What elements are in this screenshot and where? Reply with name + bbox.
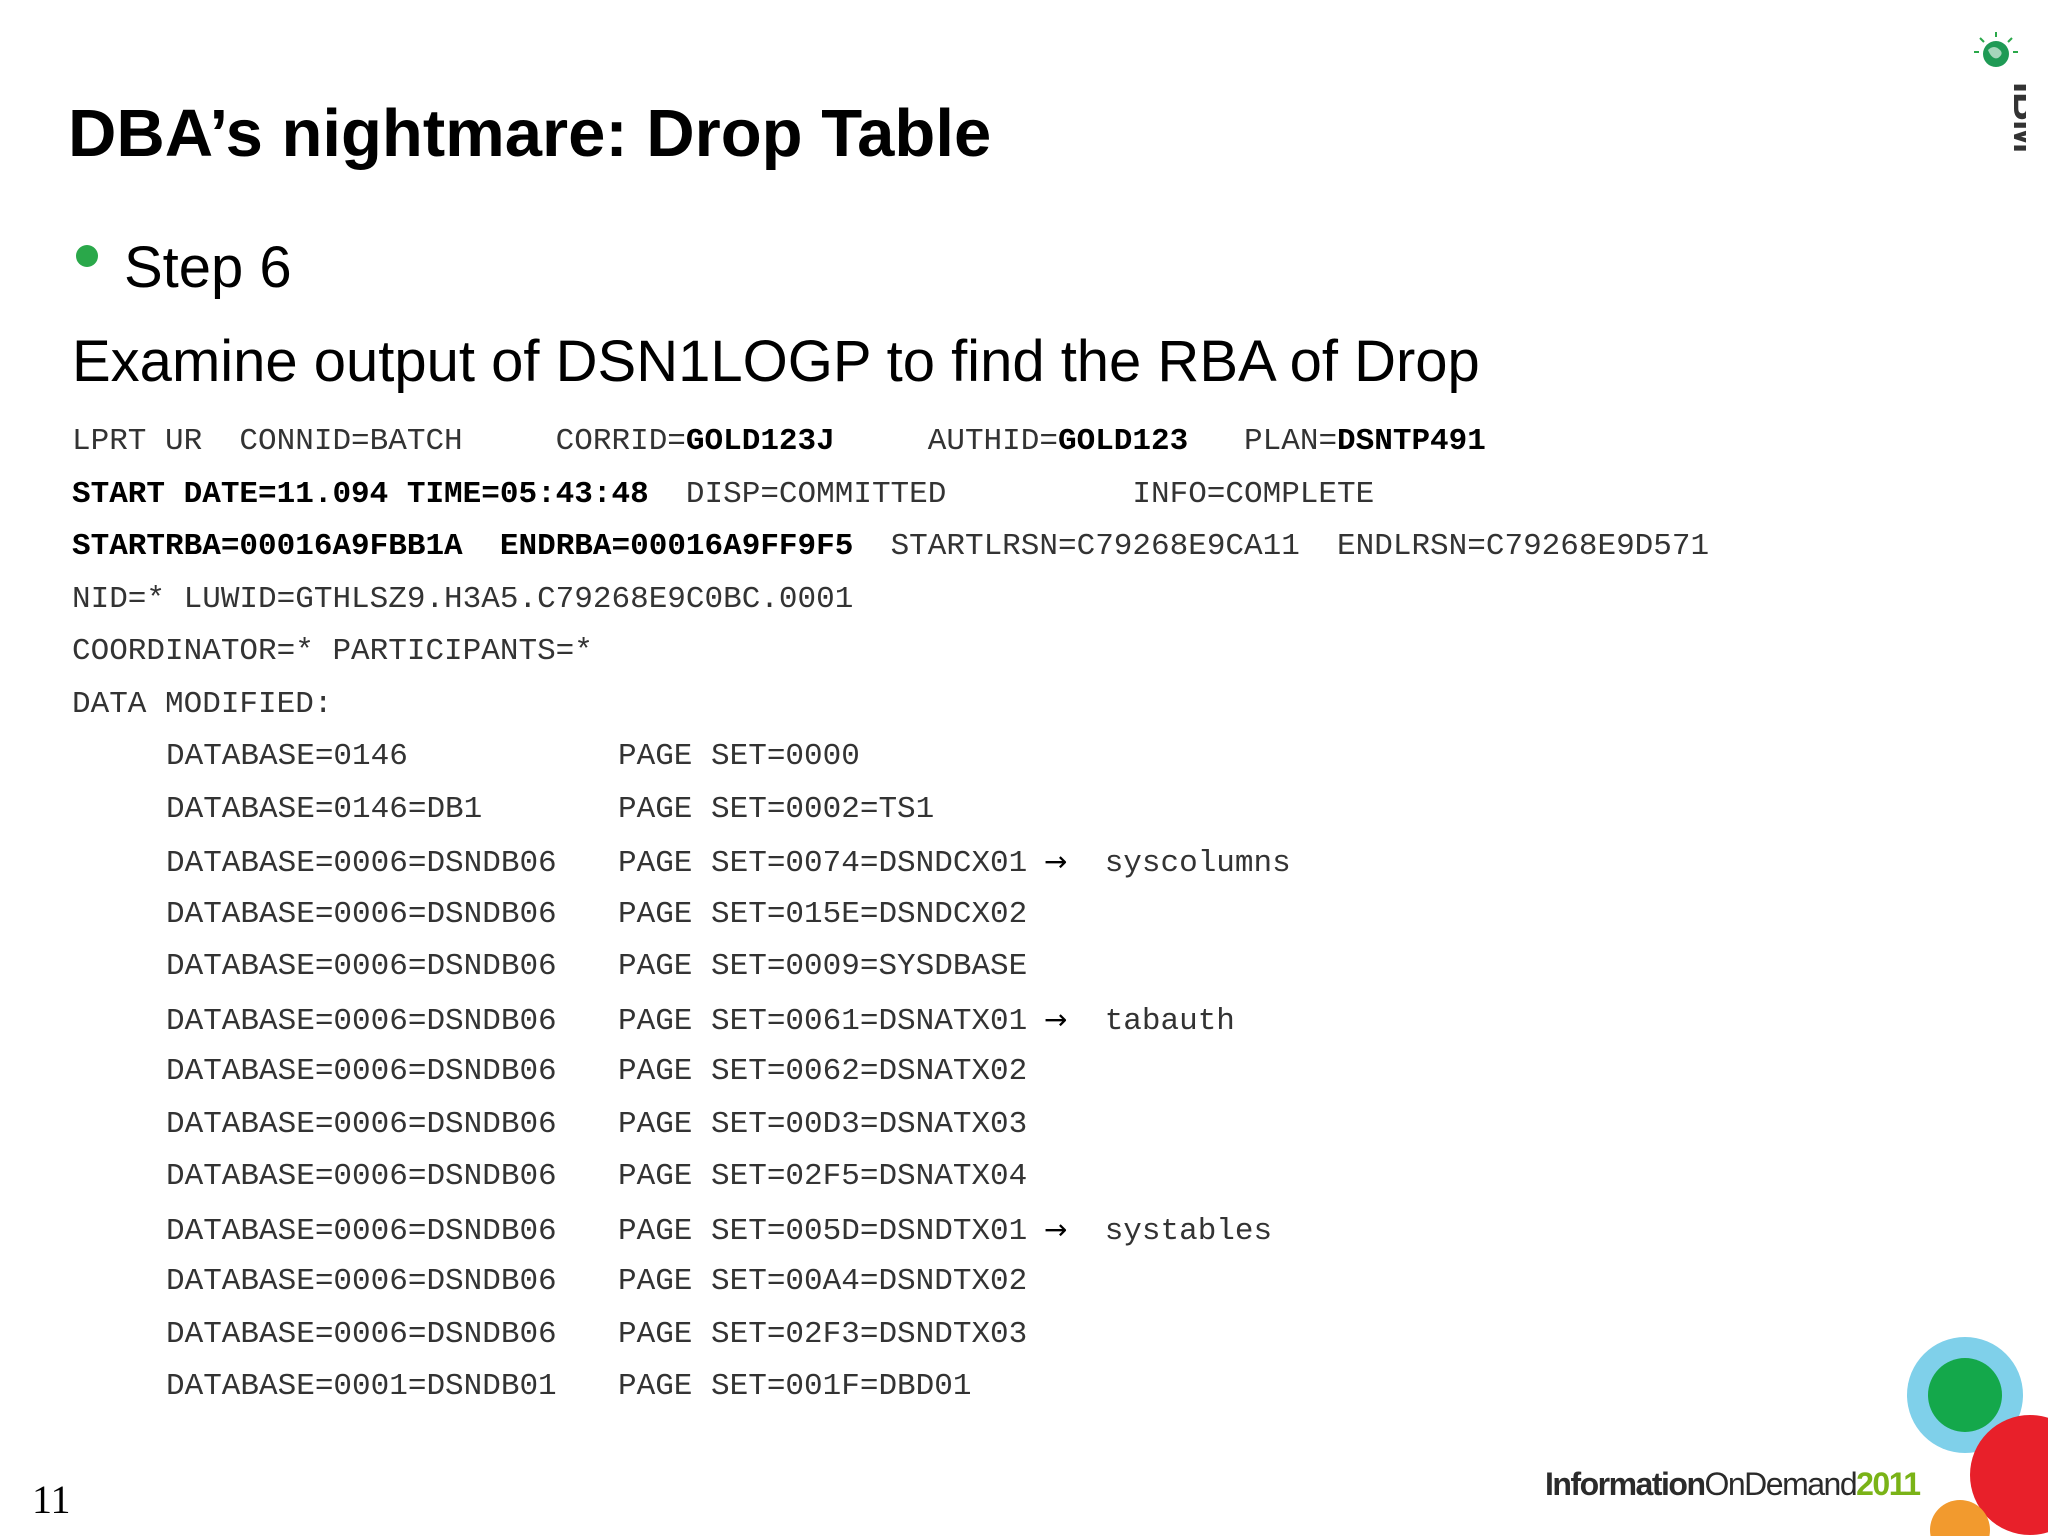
page-set-cell: PAGE SET=02F5=DSNATX04 [618, 1159, 1028, 1194]
log-text: LPRT UR CONNID=BATCH CORRID= [72, 424, 686, 459]
footer-brand: InformationOnDemand2011 [1545, 1466, 1921, 1503]
log-output: LPRT UR CONNID=BATCH CORRID=GOLD123J AUT… [72, 416, 1972, 1414]
log-line-rba: STARTRBA=00016A9FBB1A ENDRBA=00016A9FF9F… [72, 521, 1972, 574]
data-modified-row: DATABASE=0006=DSNDB06 PAGE SET=005D=DSNDT… [72, 1204, 1972, 1257]
page-set-cell: PAGE SET=015E=DSNDCX02 [618, 896, 1028, 932]
page-set-cell: PAGE SET=0061=DSNATX01 [618, 1003, 1028, 1039]
data-modified-row: DATABASE=0006=DSNDB06 PAGE SET=0074=DSNDC… [72, 836, 1972, 889]
ibm-logo-icon: IBM [1974, 32, 2026, 152]
log-text: PLAN= [1188, 424, 1338, 459]
footer-brand-ondemand: OnDemand [1704, 1466, 1857, 1502]
database-cell: DATABASE=0006=DSNDB06 [166, 1213, 557, 1249]
decorative-circles-icon [1907, 1337, 2048, 1536]
data-modified-row: DATABASE=0146=DB1 PAGE SET=0002=TS1 [72, 784, 1972, 837]
catalog-table-note: tabauth [1104, 1003, 1235, 1039]
data-modified-row: DATABASE=0006=DSNDB06 PAGE SET=02F5=DSNAT… [72, 1151, 1972, 1204]
database-cell: DATABASE=0146 [166, 739, 408, 774]
data-modified-row: DATABASE=0006=DSNDB06 PAGE SET=0061=DSNAT… [72, 994, 1972, 1047]
page-set-cell: PAGE SET=00D3=DSNATX03 [618, 1106, 1028, 1142]
log-line-nid: NID=* LUWID=GTHLSZ9.H3A5.C79268E9C0BC.00… [72, 581, 854, 617]
start-date-time: START DATE=11.094 TIME=05:43:48 [72, 476, 649, 512]
slide-subtitle: Examine output of DSN1LOGP to find the R… [72, 329, 1480, 394]
log-text: STARTLRSN=C79268E9CA11 ENDLRSN=C79268E9D… [853, 529, 1710, 564]
page-set-cell: PAGE SET=0074=DSNDCX01 [618, 846, 1028, 881]
authid-value: GOLD123 [1057, 424, 1189, 459]
page-set-cell: PAGE SET=0002=TS1 [618, 791, 935, 827]
page-set-cell: PAGE SET=0009=SYSDBASE [618, 949, 1028, 984]
arrow-right-icon: → [1044, 1002, 1068, 1036]
log-line-data-modified: DATA MODIFIED: [72, 686, 333, 722]
database-cell: DATABASE=0006=DSNDB06 [166, 949, 557, 984]
ibm-logo-text: IBM [2005, 82, 2026, 152]
footer-brand-year: 2011 [1856, 1466, 1921, 1502]
data-modified-row: DATABASE=0006=DSNDB06 PAGE SET=015E=DSNDC… [72, 889, 1972, 942]
data-modified-row: DATABASE=0006=DSNDB06 PAGE SET=02F3=DSNDT… [72, 1309, 1972, 1362]
log-line-date: START DATE=11.094 TIME=05:43:48 DISP=COM… [72, 469, 1972, 522]
catalog-table-note: systables [1104, 1213, 1273, 1249]
footer-brand-info: Information [1545, 1466, 1706, 1502]
page-set-cell: PAGE SET=0000 [618, 739, 860, 774]
log-line-header: LPRT UR CONNID=BATCH CORRID=GOLD123J AUT… [72, 416, 1972, 469]
data-modified-row: DATABASE=0001=DSNDB01 PAGE SET=001F=DBD01 [72, 1361, 1972, 1414]
database-cell: DATABASE=0006=DSNDB06 [166, 1316, 557, 1352]
plan-value: DSNTP491 [1337, 424, 1486, 459]
data-modified-row: DATABASE=0146 PAGE SET=0000 [72, 731, 1972, 784]
log-line-coordinator: COORDINATOR=* PARTICIPANTS=* [72, 634, 593, 669]
page-number: 11 [32, 1477, 71, 1522]
bullet-item: Step 6 [76, 232, 292, 302]
page-set-cell: PAGE SET=00A4=DSNDTX02 [618, 1264, 1028, 1299]
page-set-cell: PAGE SET=005D=DSNDTX01 [618, 1213, 1028, 1249]
log-text: DISP=COMMITTED INFO=COMPLETE [648, 476, 1375, 512]
corrid-value: GOLD123J [685, 424, 835, 459]
start-rba: STARTRBA=00016A9FBB1A [72, 529, 463, 564]
catalog-table-note: syscolumns [1104, 846, 1291, 881]
arrow-right-icon: → [1044, 845, 1068, 878]
database-cell: DATABASE=0006=DSNDB06 [166, 1054, 557, 1089]
data-modified-row: DATABASE=0006=DSNDB06 PAGE SET=00D3=DSNAT… [72, 1099, 1972, 1152]
page-set-cell: PAGE SET=001F=DBD01 [618, 1369, 972, 1404]
bullet-text: Step 6 [124, 234, 292, 300]
database-cell: DATABASE=0006=DSNDB06 [166, 1003, 557, 1039]
database-cell: DATABASE=0001=DSNDB01 [166, 1369, 557, 1404]
data-modified-row: DATABASE=0006=DSNDB06 PAGE SET=0062=DSNAT… [72, 1046, 1972, 1099]
database-cell: DATABASE=0146=DB1 [166, 791, 483, 827]
database-cell: DATABASE=0006=DSNDB06 [166, 846, 557, 881]
database-cell: DATABASE=0006=DSNDB06 [166, 1264, 557, 1299]
log-text: AUTHID= [834, 424, 1058, 459]
data-modified-row: DATABASE=0006=DSNDB06 PAGE SET=0009=SYSDB… [72, 941, 1972, 994]
page-set-cell: PAGE SET=0062=DSNATX02 [618, 1054, 1028, 1089]
bullet-dot-icon [76, 245, 98, 267]
slide-title: DBA’s nightmare: Drop Table [68, 96, 992, 171]
database-cell: DATABASE=0006=DSNDB06 [166, 896, 557, 932]
end-rba: ENDRBA=00016A9FF9F5 [499, 529, 854, 564]
data-modified-row: DATABASE=0006=DSNDB06 PAGE SET=00A4=DSNDT… [72, 1256, 1972, 1309]
page-set-cell: PAGE SET=02F3=DSNDTX03 [618, 1316, 1028, 1352]
arrow-right-icon: → [1044, 1212, 1068, 1246]
database-cell: DATABASE=0006=DSNDB06 [166, 1159, 557, 1194]
database-cell: DATABASE=0006=DSNDB06 [166, 1106, 557, 1142]
